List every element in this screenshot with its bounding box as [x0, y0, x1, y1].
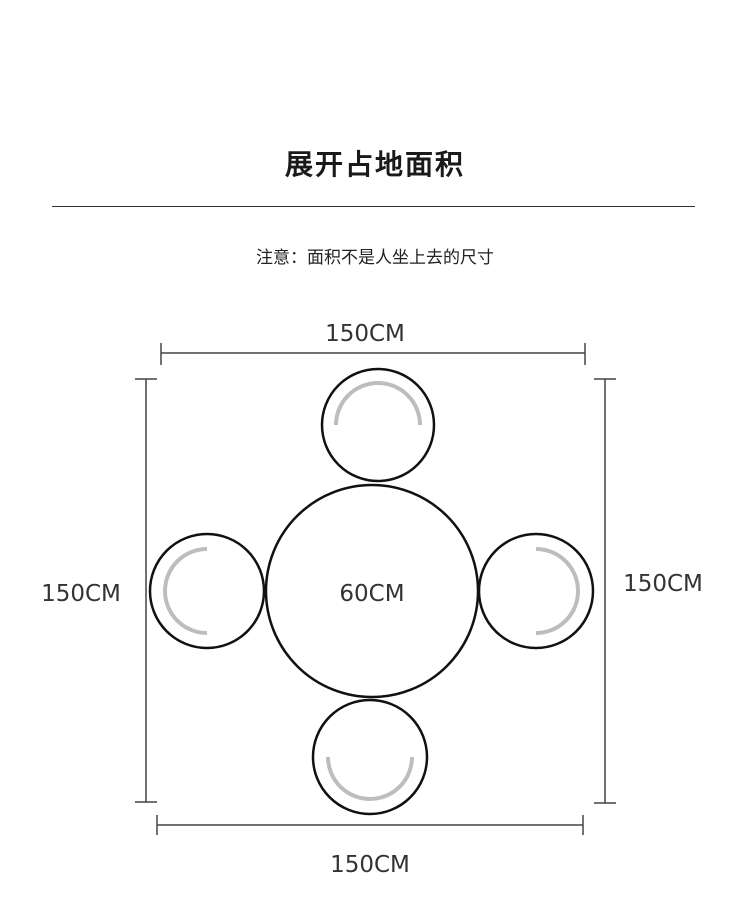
right-dimension-label: 150CM	[623, 571, 703, 597]
title-divider	[52, 206, 695, 207]
note-text: 注意：面积不是人坐上去的尺寸	[256, 248, 494, 268]
chair-top-backrest	[334, 381, 422, 426]
chair-left-backrest	[163, 547, 208, 635]
table-diameter-label: 60CM	[339, 581, 404, 607]
chair-right-backrest	[535, 547, 580, 635]
bottom-dimension: 150CM	[156, 815, 584, 878]
top-dimension-label: 150CM	[325, 321, 405, 347]
chair-top-seat	[320, 367, 436, 483]
round-table: 60CM	[264, 483, 480, 699]
chair-left-seat	[148, 532, 266, 650]
right-dimension: 150CM	[594, 378, 703, 804]
top-dimension: 150CM	[160, 321, 586, 365]
chair-right	[477, 532, 595, 650]
left-dimension-label: 150CM	[41, 581, 121, 607]
chair-bottom-seat	[311, 698, 429, 816]
chair-right-seat	[477, 532, 595, 650]
chair-left	[148, 532, 266, 650]
left-dimension: 150CM	[41, 378, 157, 803]
chair-top	[320, 367, 436, 483]
chair-bottom-backrest	[326, 756, 414, 801]
bottom-dimension-label: 150CM	[330, 852, 410, 878]
page-title: 展开占地面积	[284, 148, 465, 181]
chair-bottom	[311, 698, 429, 816]
table-top	[264, 483, 480, 699]
